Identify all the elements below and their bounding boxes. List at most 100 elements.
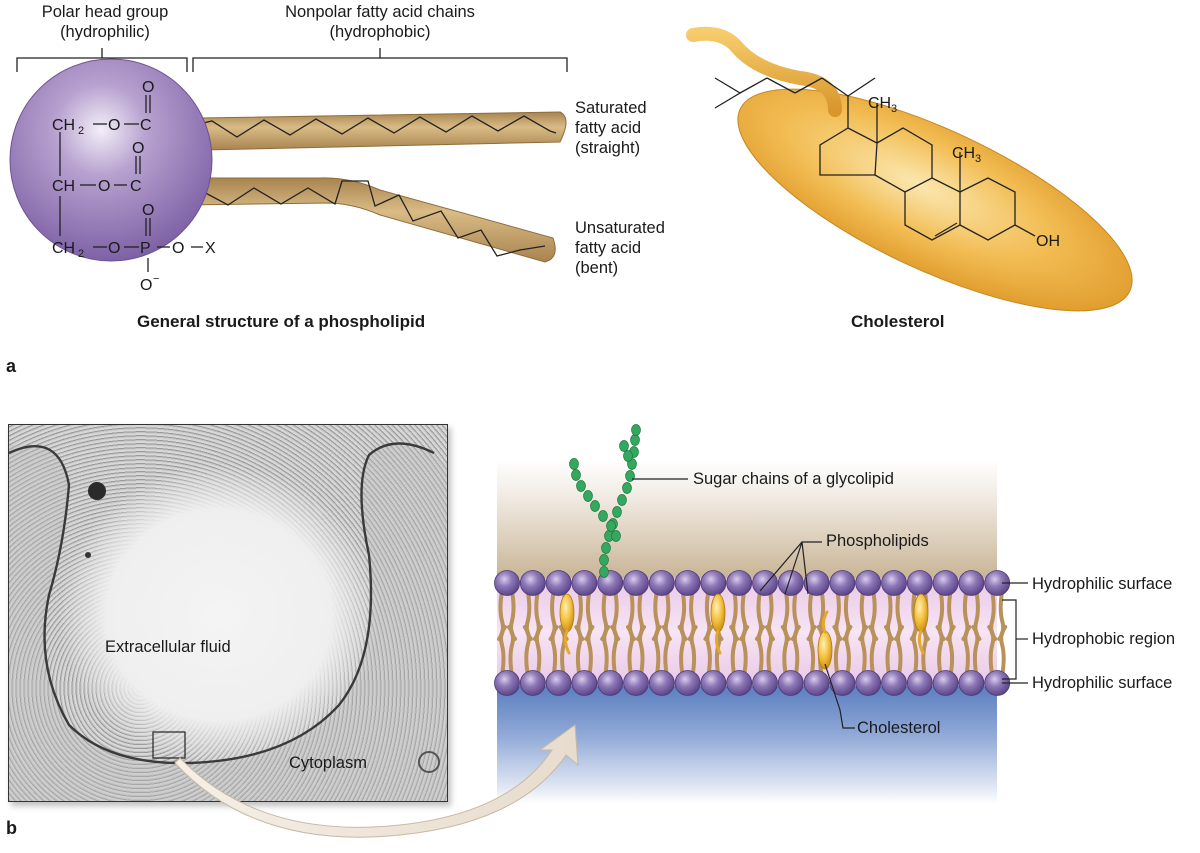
lipid-tail <box>653 625 662 677</box>
lipid-tail <box>638 625 646 677</box>
polar-head-label: Polar head group (hydrophilic) <box>20 2 190 42</box>
lipid-tail <box>677 625 686 677</box>
lipid-tail <box>574 625 583 677</box>
lipid-tail <box>689 625 698 677</box>
phospholipid-head <box>855 570 882 596</box>
micrograph-membrane-outline <box>9 442 447 801</box>
hydrophobic-region-label: Hydrophobic region <box>1032 630 1176 648</box>
phospholipid-and-cholesterol-drawing: CH 2 O C O CH O C O CH 2 O P O X O O − <box>9 26 1133 312</box>
sugar-unit <box>599 566 609 578</box>
lipid-tail <box>832 625 841 677</box>
lipid-tail <box>602 625 611 677</box>
sugar-unit <box>623 450 633 462</box>
cholesterol-tail-small <box>563 629 571 655</box>
phospholipid-head <box>494 670 520 696</box>
lipid-tail <box>808 625 817 677</box>
minus-charge: − <box>153 273 159 285</box>
subscript-2-top: 2 <box>78 125 84 137</box>
phospholipid-head <box>906 670 933 696</box>
cholesterol-molecule-small <box>559 593 575 633</box>
panel-b-letter: b <box>6 818 17 838</box>
lipid-tail <box>522 625 531 677</box>
phospholipid-head <box>623 670 649 696</box>
sugar-unit <box>606 520 616 532</box>
cholesterol-leader <box>824 663 855 729</box>
sugar-unit <box>583 490 593 502</box>
zoom-arrow <box>174 724 579 838</box>
lipid-tail <box>999 625 1008 677</box>
lipid-tail <box>507 625 515 677</box>
phospholipid-head <box>855 670 882 696</box>
phospholipid-head <box>881 570 907 596</box>
lipid-tail <box>610 625 619 677</box>
unsaturated-line3: (bent) <box>575 259 619 277</box>
extracellular-region <box>497 460 997 578</box>
atom-carbonyl-o-mid: O <box>132 140 144 157</box>
lipid-tail <box>586 625 595 677</box>
atom-c-top: C <box>140 117 152 134</box>
phospholipid-head <box>829 570 856 596</box>
phospholipid-head <box>571 670 598 696</box>
unsaturated-tail <box>164 177 556 263</box>
phospholipid-head <box>623 570 649 596</box>
sugar-unit <box>630 434 640 446</box>
lipid-tail <box>741 625 750 677</box>
panel-a-letter: a <box>6 356 17 376</box>
nonpolar-label-line2: (hydrophobic) <box>329 23 431 41</box>
hydrophilic-surface-bottom-label: Hydrophilic surface <box>1032 674 1173 692</box>
atom-carbonyl-o-top: O <box>142 79 154 96</box>
atom-ch2-bottom: CH <box>52 240 75 257</box>
phospholipid-head <box>726 670 753 696</box>
lipid-tail <box>963 625 972 677</box>
atom-o-right: O <box>172 240 184 257</box>
phospholipid-head <box>752 670 778 696</box>
nonpolar-bracket <box>192 48 568 72</box>
phospholipid-head <box>648 670 675 696</box>
unsaturated-line2: fatty acid <box>575 239 642 257</box>
atom-ch2-top: CH <box>52 117 75 134</box>
lipid-tail <box>947 625 956 677</box>
phospholipid-head <box>674 570 701 596</box>
saturated-tail <box>164 111 567 151</box>
sugar-unit <box>612 506 622 518</box>
phospholipid-head <box>932 670 959 696</box>
atom-phosphate-o-top: O <box>142 202 154 219</box>
unsaturated-line1: Unsaturated <box>575 219 665 237</box>
cholesterol-ch3-a: CH <box>868 95 891 112</box>
phospholipid-heads-outer <box>494 570 1011 596</box>
phospholipid-head <box>803 570 830 596</box>
magnified-region-box <box>152 731 186 759</box>
sugar-unit <box>571 469 581 481</box>
lipid-tail <box>558 625 567 677</box>
unsaturated-fatty-acid-label: Unsaturated fatty acid (bent) <box>575 218 665 278</box>
cholesterol-molecule-small <box>817 630 833 670</box>
lipid-tail <box>780 625 789 677</box>
sugar-unit <box>576 480 586 492</box>
phospholipid-head <box>932 570 959 596</box>
saturated-line3: (straight) <box>575 139 641 157</box>
lipid-tail <box>729 625 738 677</box>
lipid-tail <box>626 625 634 677</box>
polar-head-sphere <box>9 58 213 262</box>
phospholipid-head <box>752 570 778 596</box>
phospholipid-head <box>700 570 727 596</box>
phospholipid-head <box>906 570 933 596</box>
sugar-chains-label: Sugar chains of a glycolipid <box>693 470 894 488</box>
phospholipid-head <box>958 670 985 696</box>
phospholipid-leader-3 <box>801 541 809 595</box>
cholesterol-ch3-b: CH <box>952 145 975 162</box>
atom-o-mid: O <box>98 178 110 195</box>
cholesterol-tail-small <box>821 610 829 634</box>
cytoplasm-label: Cytoplasm <box>289 754 367 772</box>
cholesterol-ch3-b-sub: 3 <box>975 153 981 165</box>
saturated-fatty-acid-label: Saturated fatty acid (straight) <box>575 98 647 158</box>
sugar-unit <box>601 542 611 554</box>
sugar-unit <box>590 500 600 512</box>
sugar-unit <box>622 482 632 494</box>
polar-head-label-line2: (hydrophilic) <box>60 23 150 41</box>
lipid-tail <box>499 625 507 677</box>
phospholipid-head <box>597 670 624 696</box>
lipid-tail <box>757 625 765 677</box>
phospholipid-tails <box>497 589 1008 677</box>
subscript-2-bottom: 2 <box>78 248 84 260</box>
